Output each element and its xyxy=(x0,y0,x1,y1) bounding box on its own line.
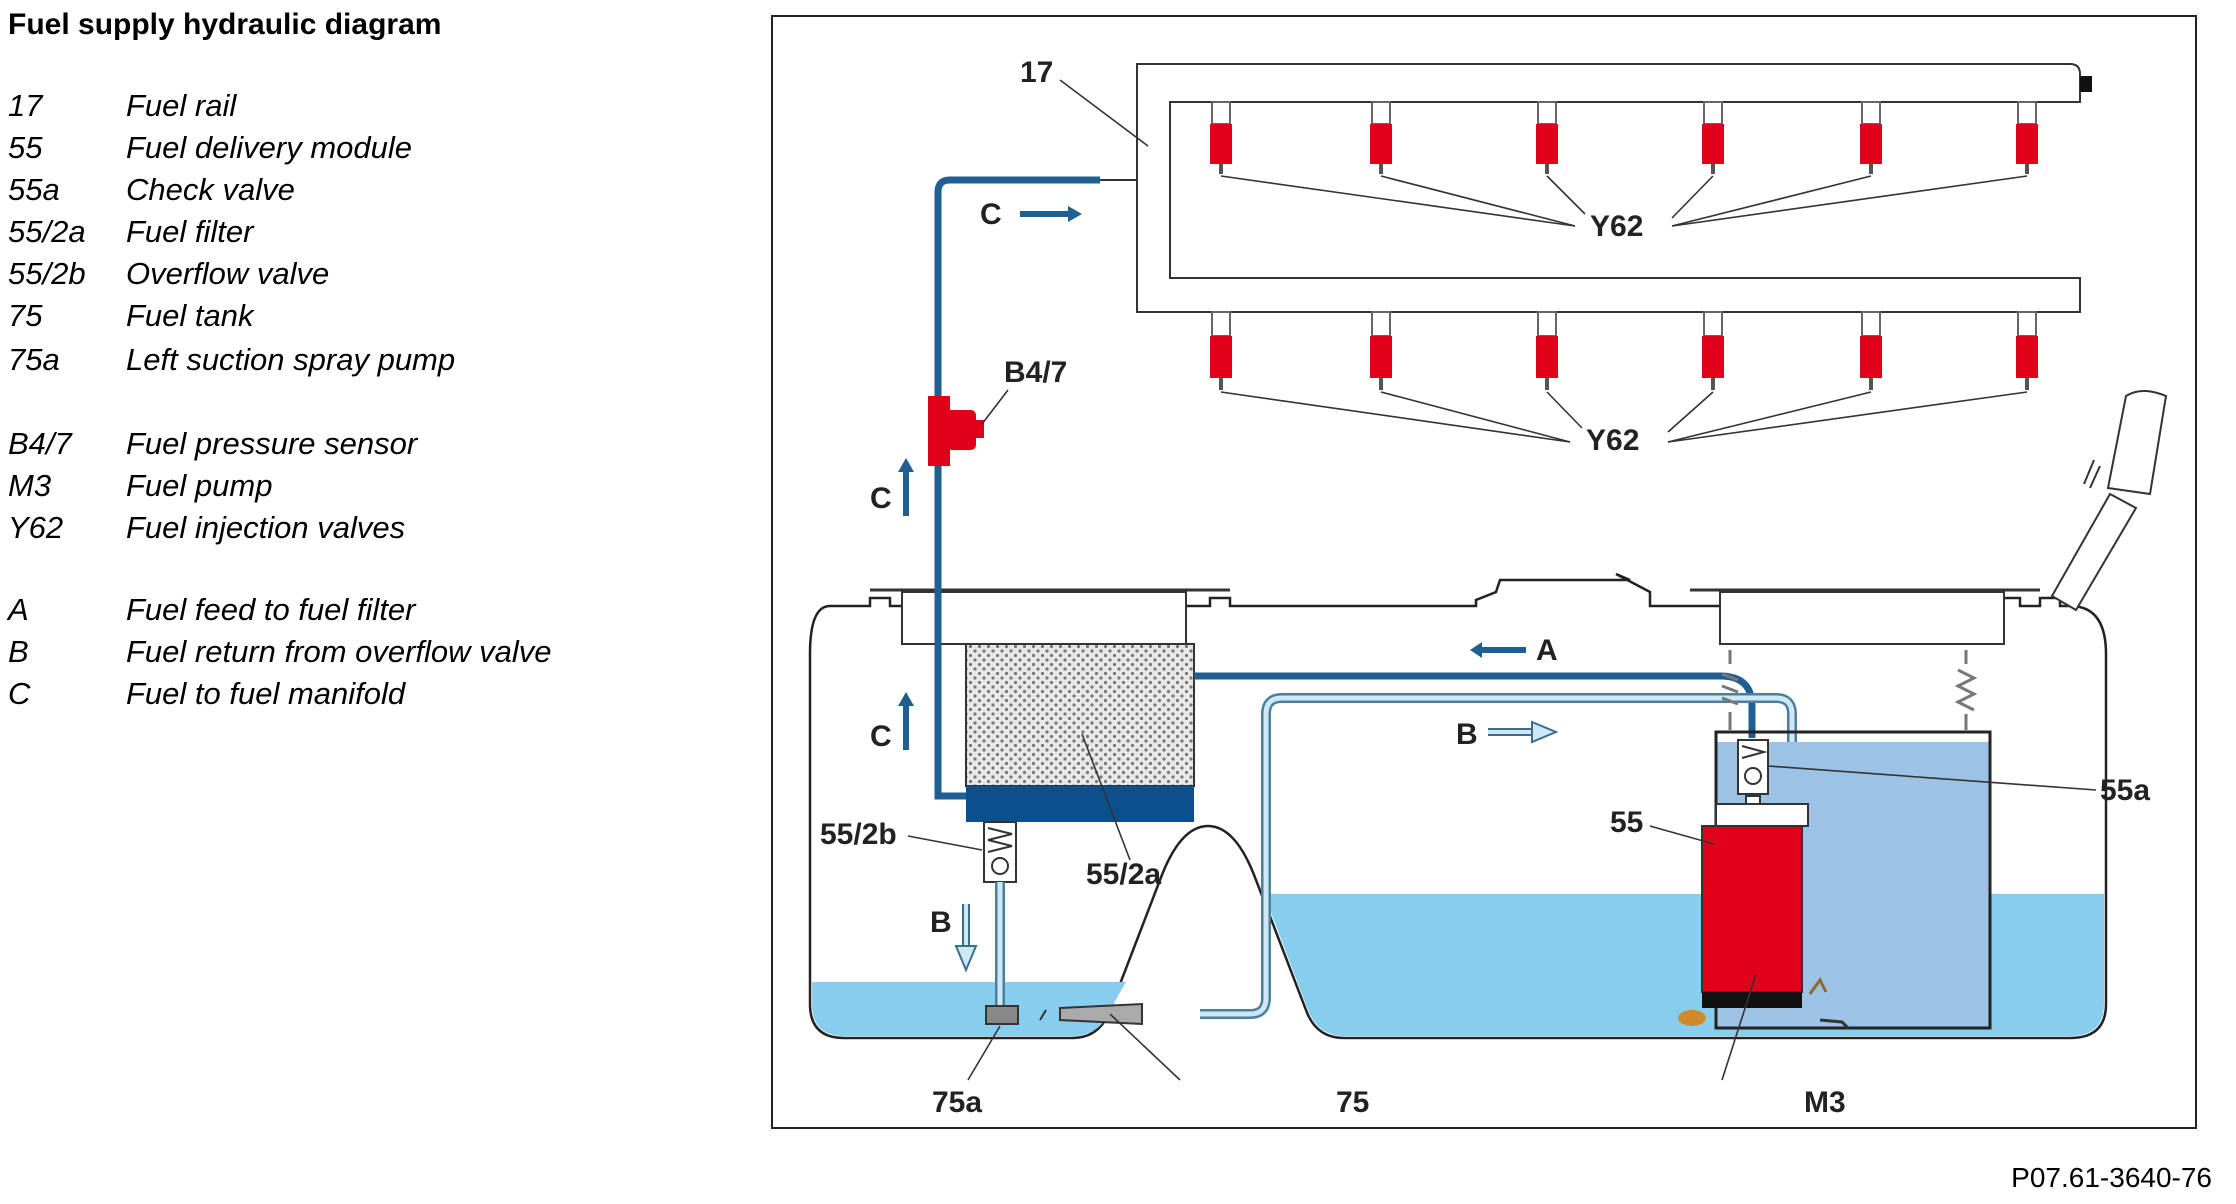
flow-label-c-upper: C xyxy=(870,482,892,515)
lower-injectors xyxy=(1210,311,2038,390)
injector-valve xyxy=(1210,101,1232,174)
tank-flange-right xyxy=(1690,588,2040,645)
diagram-title: Fuel supply hydraulic diagram xyxy=(8,8,442,41)
filler-neck xyxy=(2050,390,2168,612)
legend-desc: Fuel tank xyxy=(126,298,254,333)
fuel-line-a xyxy=(1194,672,1756,738)
legend-code: 17 xyxy=(8,88,43,123)
legend-desc: Fuel filter xyxy=(126,214,254,249)
legend-code: Y62 xyxy=(8,510,64,545)
y62-label-upper: Y62 xyxy=(1590,210,1643,243)
injector-valve xyxy=(1370,101,1392,174)
legend-desc: Overflow valve xyxy=(126,256,330,291)
filter-label: 55/2a xyxy=(1086,858,1161,891)
legend-desc: Fuel pump xyxy=(126,468,273,503)
legend-code: 55/2a xyxy=(8,214,86,249)
overflow-valve-label: 55/2b xyxy=(820,818,897,851)
legend-code: 55a xyxy=(8,172,60,207)
rail-label: 17 xyxy=(1020,56,1053,89)
flow-arrow-c-upper xyxy=(898,458,914,516)
sensor-leader xyxy=(981,389,1009,425)
tank-flange-left xyxy=(870,588,1230,645)
injector-valve xyxy=(2016,101,2038,174)
flow-arrow-b-horizontal xyxy=(1488,720,1559,744)
flow-arrow-a xyxy=(1470,642,1526,658)
pump-leader xyxy=(1721,973,1757,1081)
figure-reference: P07.61-3640-76 xyxy=(2011,1162,2212,1193)
injector-valve xyxy=(2016,311,2038,390)
legend-code: M3 xyxy=(8,468,52,503)
injector-valve xyxy=(1536,311,1558,390)
sensor-label: B4/7 xyxy=(1004,356,1067,389)
fuel-filter xyxy=(965,643,1195,787)
overflow-valve-leader xyxy=(907,835,983,851)
legend-desc: Fuel pressure sensor xyxy=(126,426,418,461)
hydraulic-diagram: Y62 Y62 17 xyxy=(770,14,2198,1130)
flow-label-c-rail: C xyxy=(980,198,1002,231)
injector-valve xyxy=(1536,101,1558,174)
fuel-pressure-sensor xyxy=(928,396,984,466)
fuel-filter-base xyxy=(966,786,1194,822)
spray-pump-leader xyxy=(967,1025,1001,1081)
module-leader xyxy=(1649,825,1715,845)
flow-label-b-upper: B xyxy=(1456,718,1478,751)
legend-desc: Fuel feed to fuel filter xyxy=(126,592,416,627)
upper-injectors xyxy=(1210,101,2038,174)
module-label: 55 xyxy=(1610,806,1643,839)
fuel-pump xyxy=(1678,795,1850,1030)
fuel-rail xyxy=(1136,63,2081,313)
check-valve-label: 55a xyxy=(2100,774,2150,807)
check-valve-leader xyxy=(1767,765,2097,791)
legend-desc: Left suction spray pump xyxy=(126,342,456,377)
overflow-valve xyxy=(983,821,1017,883)
suction-spray-pump xyxy=(985,1002,1143,1026)
injector-valve xyxy=(1860,101,1882,174)
legend-code: C xyxy=(8,676,31,711)
legend-desc: Fuel injection valves xyxy=(126,510,406,545)
module-springs xyxy=(1721,650,1978,730)
fuel-level-left xyxy=(812,982,1126,1036)
legend-code: B4/7 xyxy=(8,426,72,461)
legend-code: 75 xyxy=(8,298,43,333)
fuel-line-b-inner xyxy=(997,695,1795,1017)
flow-label-c-lower: C xyxy=(870,720,892,753)
legend-desc: Fuel return from overflow valve xyxy=(126,634,552,669)
tank-label: 75 xyxy=(1336,1086,1369,1119)
legend-code: B xyxy=(8,634,29,669)
rail-leader xyxy=(1059,79,1149,147)
legend-code: A xyxy=(8,592,29,627)
spray-pump-label: 75a xyxy=(932,1086,982,1119)
injector-valve xyxy=(1370,311,1392,390)
rail-end-cap xyxy=(2080,76,2092,92)
legend-desc: Fuel to fuel manifold xyxy=(126,676,406,711)
legend-code: 75a xyxy=(8,342,60,377)
injector-valve xyxy=(1702,311,1724,390)
fuel-line-c xyxy=(934,176,1100,800)
flow-label-b-lower: B xyxy=(930,906,952,939)
injector-valve xyxy=(1210,311,1232,390)
y62-leaders xyxy=(1220,175,2028,443)
legend-desc: Fuel rail xyxy=(126,88,237,123)
tank-leader xyxy=(1109,1013,1181,1081)
flow-label-a: A xyxy=(1536,634,1558,667)
check-valve xyxy=(1737,739,1769,795)
pump-label: M3 xyxy=(1804,1086,1846,1119)
legend-code: 55 xyxy=(8,130,43,165)
filter-leader xyxy=(1081,733,1131,861)
legend-code: 55/2b xyxy=(8,256,86,291)
legend-desc: Check valve xyxy=(126,172,295,207)
figure-frame xyxy=(771,15,2197,1129)
flow-arrow-c-rail xyxy=(1020,206,1082,222)
injector-valve xyxy=(1702,101,1724,174)
injector-valve xyxy=(1860,311,1882,390)
legend-desc: Fuel delivery module xyxy=(126,130,413,165)
flow-arrow-b-vertical xyxy=(954,904,978,973)
diagram-canvas: Y62 Y62 17 xyxy=(771,15,2197,1129)
flow-arrow-c-lower xyxy=(898,692,914,750)
y62-label-lower: Y62 xyxy=(1586,424,1639,457)
